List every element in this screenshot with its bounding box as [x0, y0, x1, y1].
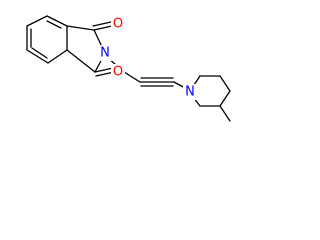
- molecule-structure: O N O N: [26, 15, 231, 122]
- atom-oxygen-top: O: [111, 16, 125, 32]
- atom-nitrogen-imide: N: [98, 45, 112, 61]
- atom-oxygen-bottom: O: [111, 64, 125, 80]
- nitrogen-label: N: [185, 85, 195, 100]
- nitrogen-label: N: [100, 46, 110, 61]
- oxygen-label: O: [113, 65, 123, 80]
- oxygen-label: O: [113, 17, 123, 32]
- benzene-ring: [26, 15, 68, 64]
- atom-nitrogen-piperidine: N: [183, 84, 197, 100]
- methyl-group: [219, 105, 231, 122]
- carbonyl-top: [92, 21, 113, 31]
- imide-ring: [66, 25, 104, 73]
